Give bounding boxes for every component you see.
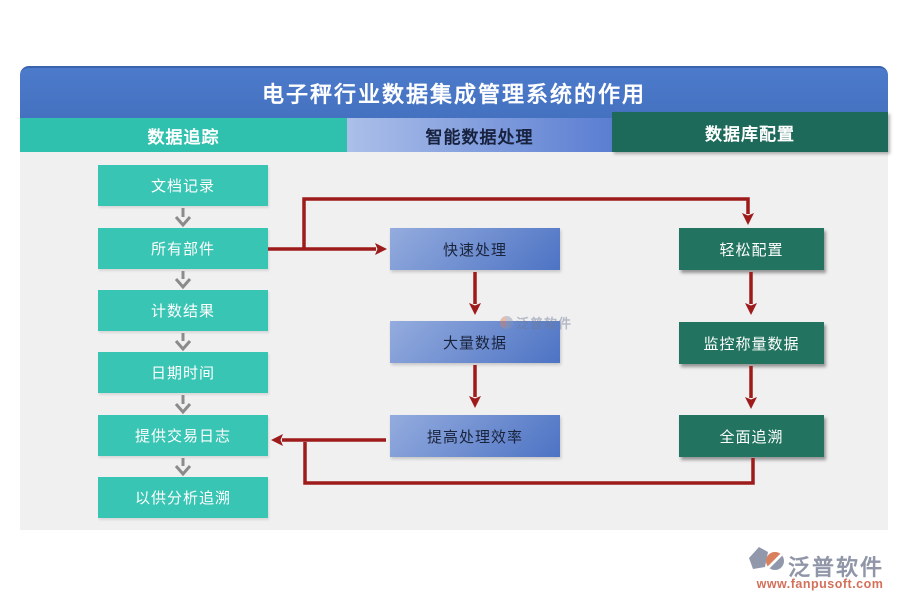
node-full-trace: 全面追溯 (679, 415, 824, 457)
node-date-time: 日期时间 (98, 352, 268, 393)
node-label: 以供分析追溯 (134, 490, 231, 507)
node-count-result: 计数结果 (98, 290, 268, 331)
node-label: 所有部件 (150, 241, 215, 258)
node-all-parts: 所有部件 (98, 228, 268, 269)
tab-data-tracking: 数据追踪 (20, 118, 347, 152)
tab-database-config-label: 数据库配置 (705, 124, 795, 144)
node-big-data: 大量数据 (390, 321, 560, 363)
node-label: 日期时间 (150, 365, 215, 382)
fanpu-logo-icon (500, 316, 513, 329)
watermark: 泛普软件 (500, 313, 572, 332)
node-document-record: 文档记录 (98, 165, 268, 206)
footer-url: www.fanpusoft.com (756, 577, 884, 591)
node-label: 提高处理效率 (426, 428, 523, 446)
node-label: 文档记录 (150, 178, 215, 195)
node-label: 提供交易日志 (134, 428, 231, 445)
node-transaction-log: 提供交易日志 (98, 415, 268, 456)
tab-smart-data-processing-label: 智能数据处理 (425, 127, 534, 147)
node-efficiency: 提高处理效率 (390, 415, 560, 457)
footer-brand: 泛普软件 (788, 555, 885, 580)
tab-database-config: 数据库配置 (612, 112, 888, 152)
fanpu-logo-icon (749, 547, 784, 570)
node-label: 大量数据 (442, 334, 507, 352)
node-easy-config: 轻松配置 (679, 228, 824, 270)
node-label: 监控称量数据 (703, 335, 800, 353)
watermark-text: 泛普软件 (516, 316, 573, 331)
tab-data-tracking-label: 数据追踪 (147, 127, 220, 147)
node-label: 快速处理 (442, 241, 507, 259)
node-label: 计数结果 (150, 303, 215, 320)
node-label: 全面追溯 (719, 428, 784, 446)
page-title: 电子秤行业数据集成管理系统的作用 (20, 66, 888, 118)
page-title-text: 电子秤行业数据集成管理系统的作用 (261, 82, 646, 107)
node-label: 轻松配置 (719, 241, 784, 259)
node-fast-processing: 快速处理 (390, 228, 560, 270)
node-monitor-weighing: 监控称量数据 (679, 322, 824, 364)
footer-logo: 泛普软件 www.fanpusoft.com (748, 546, 893, 594)
tab-smart-data-processing: 智能数据处理 (347, 118, 612, 152)
node-analysis-trace: 以供分析追溯 (98, 477, 268, 518)
